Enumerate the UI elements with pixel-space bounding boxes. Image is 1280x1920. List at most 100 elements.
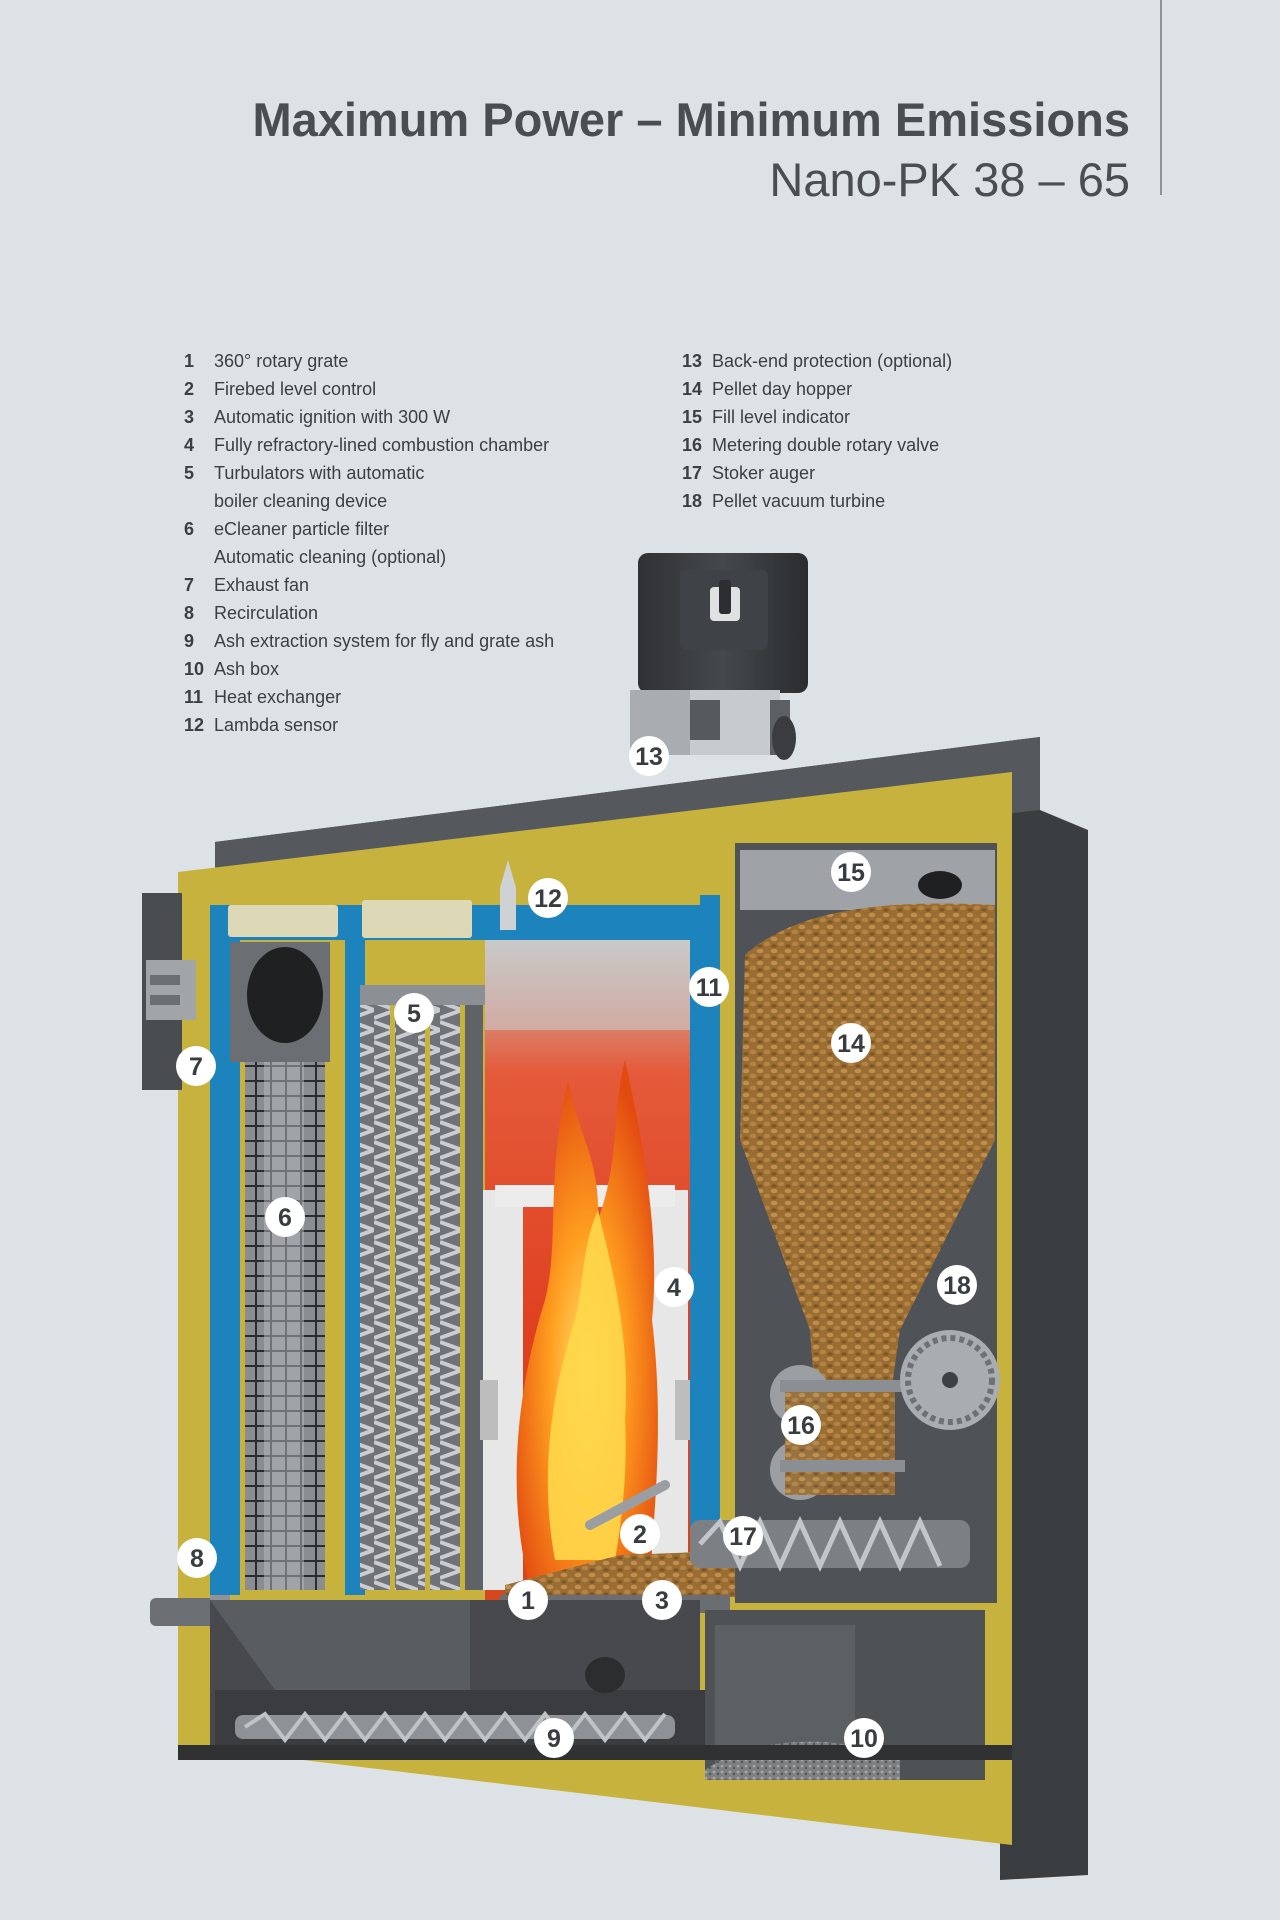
water-jacket-right <box>690 920 720 1600</box>
legend-number: 12 <box>184 715 205 735</box>
legend-number: 11 <box>184 687 204 707</box>
legend-label: Recirculation <box>214 603 319 623</box>
turbulator-top-cap <box>362 900 472 938</box>
marker-2-label: 2 <box>633 1521 647 1549</box>
filter-top-cap <box>228 905 338 937</box>
legend-number: 14 <box>682 379 703 399</box>
legend-item: 1 360° rotary grate <box>184 347 624 375</box>
marker-1: 1 <box>508 1580 548 1620</box>
marker-15-label: 15 <box>837 859 865 887</box>
marker-14: 14 <box>831 1023 871 1063</box>
legend-item: 5 Turbulators with automatic boiler cleani… <box>184 459 624 515</box>
header-divider <box>1160 0 1162 195</box>
legend-label: Turbulators with automatic <box>214 463 425 483</box>
marker-18: 18 <box>937 1265 977 1305</box>
legend-label: Stoker auger <box>712 463 816 483</box>
boiler-base <box>178 1745 1012 1760</box>
legend-number: 18 <box>682 491 703 511</box>
legend-label: Ash box <box>214 659 280 679</box>
legend-number: 1 <box>184 351 195 371</box>
marker-13: 13 <box>629 736 669 776</box>
firebed-level-sensor <box>585 1480 670 1530</box>
legend-number: 17 <box>682 463 703 483</box>
legend-left: 1 360° rotary grate 2 Firebed level contro… <box>184 347 624 739</box>
legend-label: Pellet vacuum turbine <box>712 491 886 511</box>
marker-8: 8 <box>177 1538 217 1578</box>
exhaust-fan-housing <box>142 893 196 1090</box>
legend-label: eCleaner particle filter <box>214 519 390 539</box>
marker-4-label: 4 <box>667 1274 681 1302</box>
marker-12: 12 <box>528 878 568 918</box>
marker-6: 6 <box>265 1197 305 1237</box>
legend-item: 18 Pellet vacuum turbine <box>682 487 1022 515</box>
ash-extraction-area <box>210 1600 705 1750</box>
legend-item: 15 Fill level indicator <box>682 403 1022 431</box>
marker-10: 10 <box>844 1718 884 1758</box>
legend-number: 16 <box>682 435 703 455</box>
legend-number: 15 <box>682 407 703 427</box>
legend-label: Lambda sensor <box>214 715 339 735</box>
marker-15: 15 <box>831 852 871 892</box>
back-end-protection-unit <box>630 553 808 760</box>
turbulator-coils <box>360 985 485 1590</box>
legend-label: Pellet day hopper <box>712 379 853 399</box>
marker-3: 3 <box>642 1580 682 1620</box>
legend-item: 13 Back-end protection (optional) <box>682 347 1022 375</box>
legend-number: 2 <box>184 379 195 399</box>
legend-number: 10 <box>184 659 205 679</box>
marker-8-label: 8 <box>190 1545 204 1573</box>
flame <box>516 1060 658 1580</box>
marker-13-label: 13 <box>635 743 663 771</box>
marker-17: 17 <box>723 1516 763 1556</box>
marker-18-label: 18 <box>943 1272 971 1300</box>
legend-label: Heat exchanger <box>214 687 342 707</box>
ecleaner-filter <box>230 942 330 1590</box>
legend-label: Fill level indicator <box>712 407 851 427</box>
legend-label: Fully refractory-lined combustion chambe… <box>214 435 550 455</box>
vacuum-turbine-wheel <box>900 1330 1000 1430</box>
marker-5-label: 5 <box>407 1000 421 1028</box>
legend-label: Firebed level control <box>214 379 377 399</box>
legend-label: Back-end protection (optional) <box>712 351 953 371</box>
marker-7-label: 7 <box>189 1053 203 1081</box>
marker-11-label: 11 <box>696 974 723 1002</box>
legend-number: 5 <box>184 463 195 483</box>
legend-label: Ash extraction system for fly and grate … <box>214 631 555 651</box>
number-markers: 1 2 3 4 5 6 7 8 9 10 11 12 13 14 15 16 1… <box>176 736 977 1758</box>
legend-number: 3 <box>184 407 195 427</box>
marker-12-label: 12 <box>534 885 562 913</box>
legend-item: 17 Stoker auger <box>682 459 1022 487</box>
legend-item: 11 Heat exchanger <box>184 683 624 711</box>
page-title: Maximum Power – Minimum Emissions <box>252 93 1130 146</box>
marker-14-label: 14 <box>837 1030 865 1058</box>
lambda-sensor-probe <box>500 860 516 930</box>
marker-11: 11 <box>689 967 729 1007</box>
marker-5: 5 <box>394 993 434 1033</box>
marker-2: 2 <box>620 1514 660 1554</box>
marker-4: 4 <box>654 1267 694 1307</box>
legend-number: 13 <box>682 351 703 371</box>
legend-label-continued: boiler cleaning device <box>214 491 388 511</box>
marker-9-label: 9 <box>547 1725 561 1753</box>
marker-1-label: 1 <box>521 1587 535 1615</box>
marker-17-label: 17 <box>729 1523 757 1551</box>
marker-16-label: 16 <box>787 1412 815 1440</box>
legend-label: 360° rotary grate <box>214 351 349 371</box>
marker-7: 7 <box>176 1046 216 1086</box>
legend-item: 2 Firebed level control <box>184 375 624 403</box>
legend-item: 8 Recirculation <box>184 599 624 627</box>
legend-number: 6 <box>184 519 195 539</box>
legend-item: 12 Lambda sensor <box>184 711 624 739</box>
marker-3-label: 3 <box>655 1587 669 1615</box>
page-subtitle: Nano-PK 38 – 65 <box>769 153 1130 206</box>
legend-number: 8 <box>184 603 195 623</box>
marker-10-label: 10 <box>850 1725 878 1753</box>
